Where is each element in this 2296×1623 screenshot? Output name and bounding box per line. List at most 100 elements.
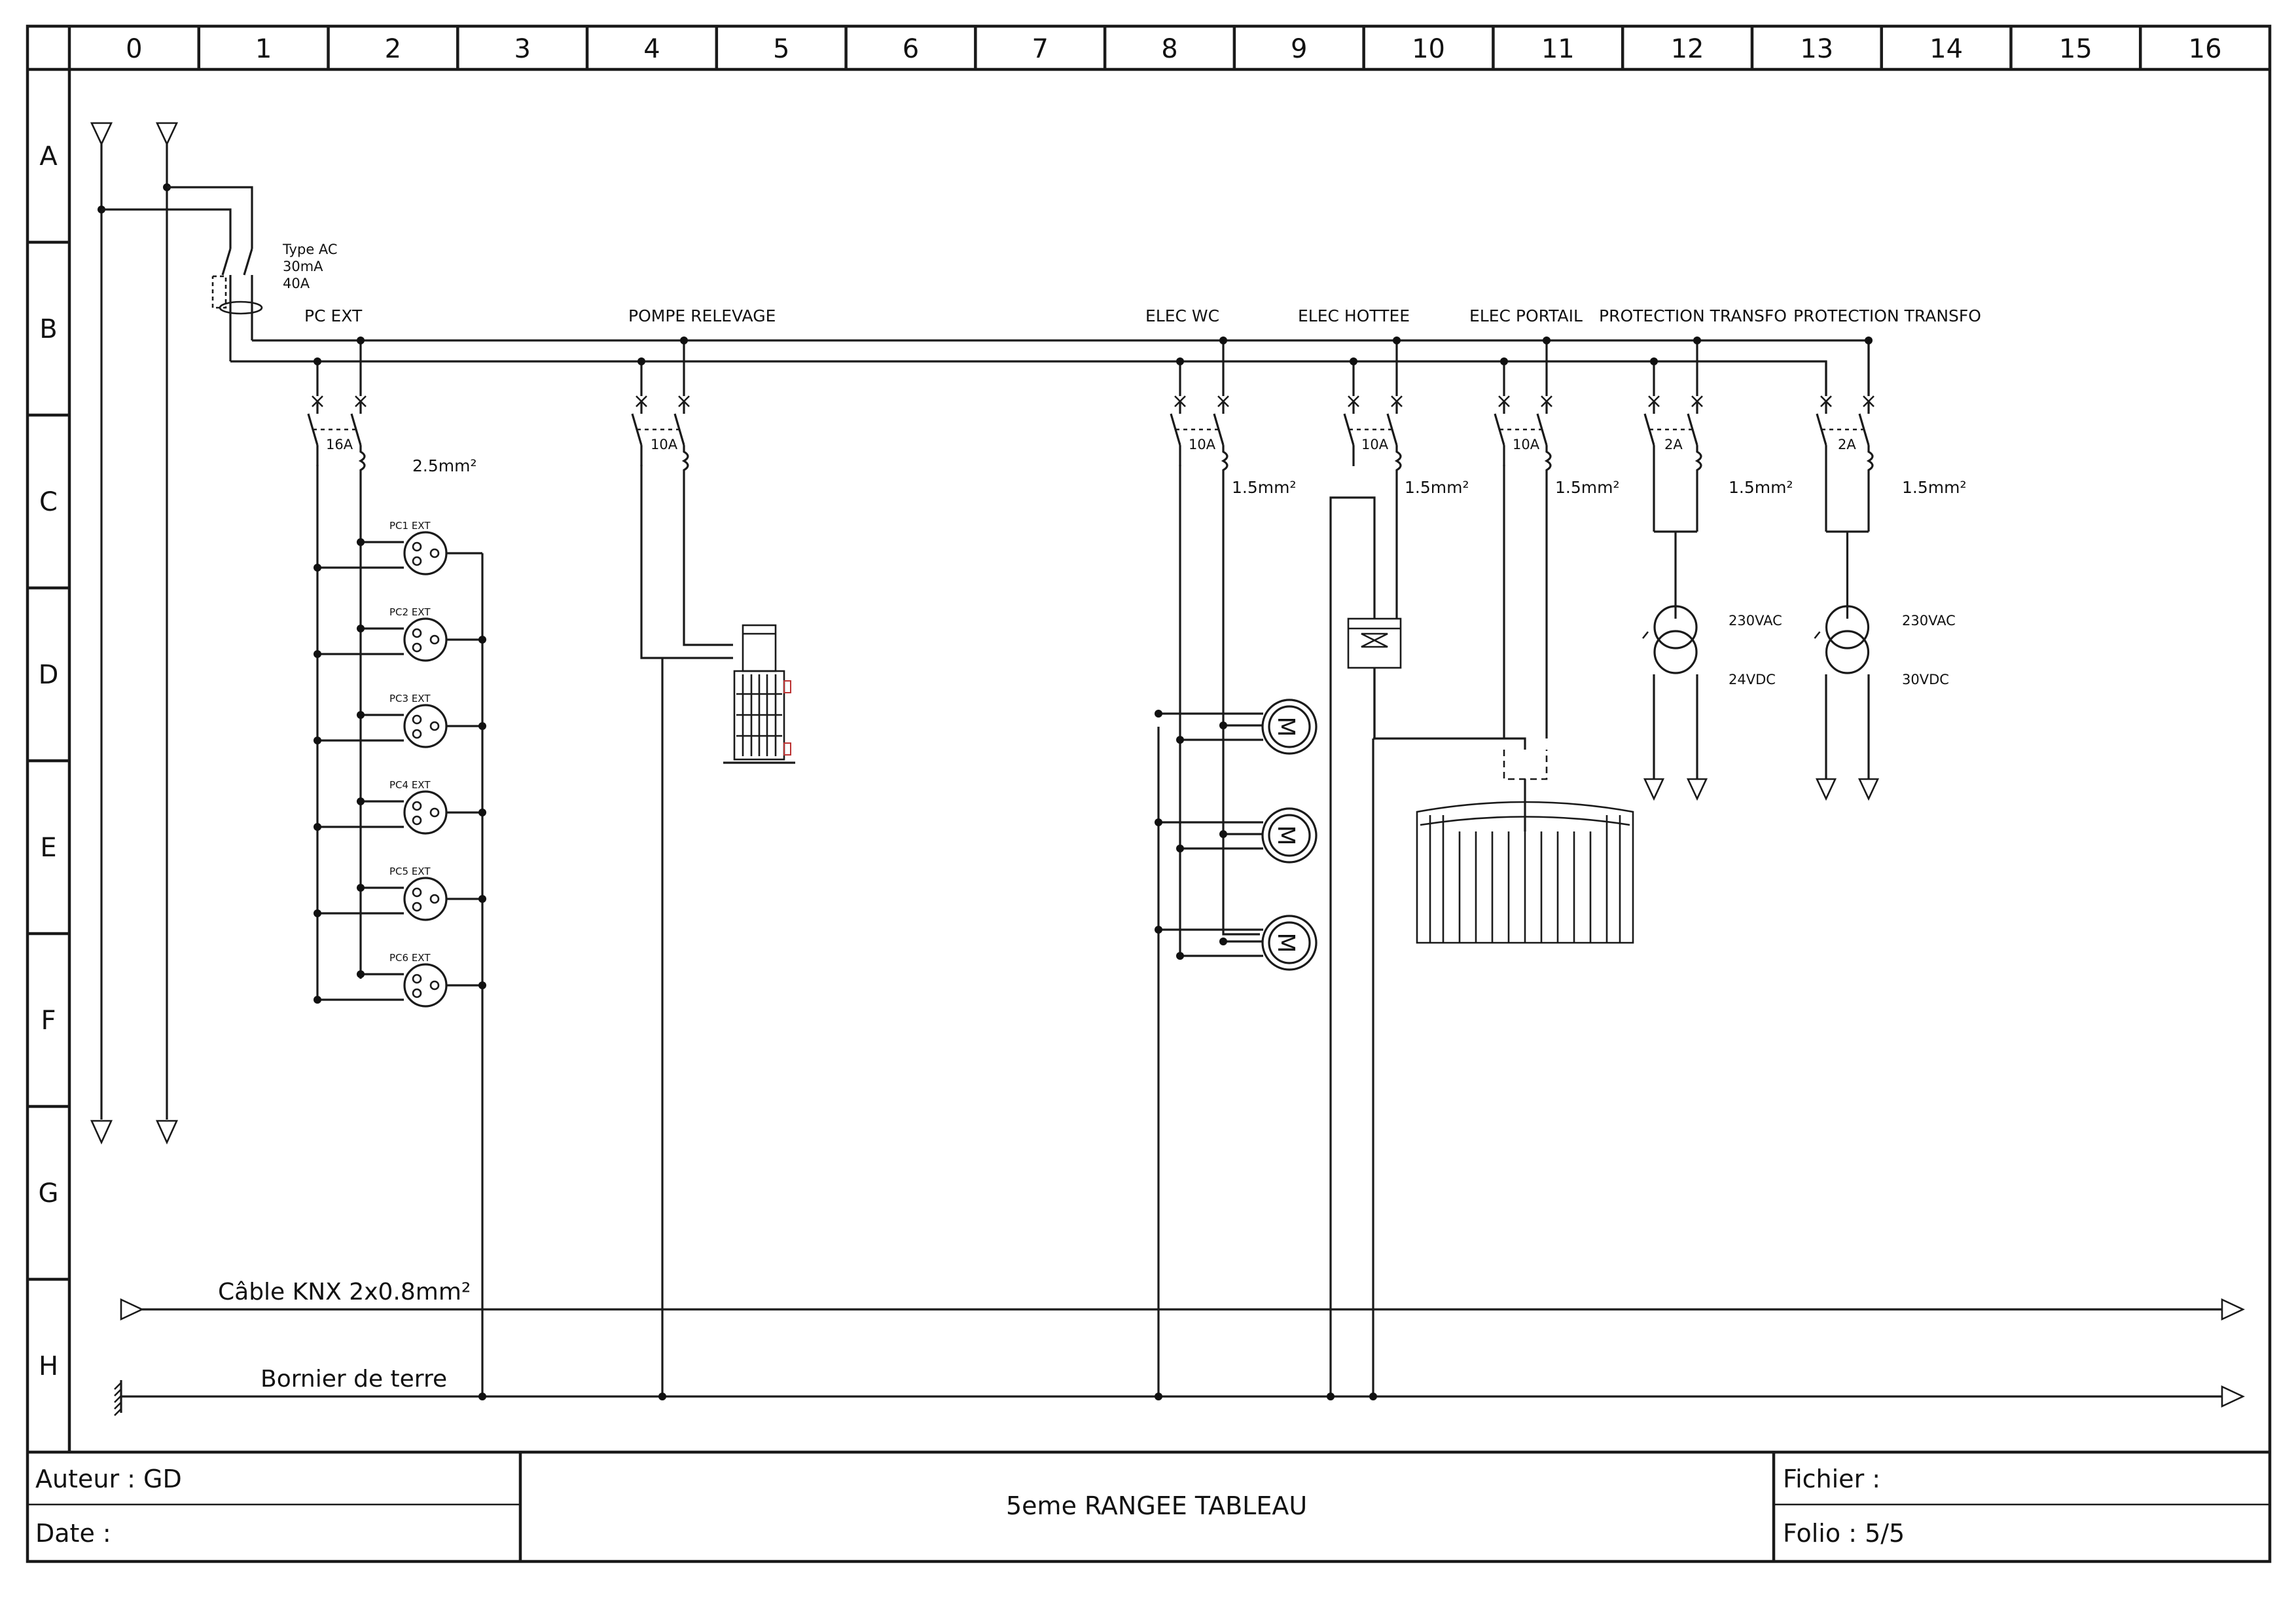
title-block: Auteur : GD Date : 5eme RANGEE TABLEAU F… <box>27 1452 2270 1561</box>
junction-dot <box>478 981 486 989</box>
circuit-label-pompe: POMPE RELEVAGE <box>628 306 776 325</box>
transformer-icon <box>1825 630 1870 674</box>
earth-bar-label: Bornier de terre <box>260 1366 447 1393</box>
pump-circuit <box>640 465 795 1395</box>
socket-pin <box>429 980 440 991</box>
socket-label: PC1 EXT <box>389 520 431 532</box>
thermal-coil <box>1695 445 1702 478</box>
motor-icon <box>1261 699 1318 755</box>
rcd-type-label: Type AC <box>282 242 338 257</box>
column-number: 11 <box>1541 34 1575 64</box>
file-field: Fichier : <box>1783 1465 1880 1493</box>
junction-dot <box>1865 337 1873 344</box>
junction-dot <box>1543 337 1551 344</box>
junction-dot <box>1693 337 1701 344</box>
thermal-coil <box>358 445 366 478</box>
wc-circuit: MMM <box>1155 465 1318 1395</box>
junction-dot <box>637 357 645 365</box>
column-number: 2 <box>385 34 401 64</box>
motor-label: M <box>1272 825 1299 845</box>
busbar-neutral <box>230 360 1827 396</box>
cable-section: 1.5mm² <box>1729 478 1793 497</box>
junction-dot <box>1219 938 1227 945</box>
output-arrow-icon <box>1643 778 1665 801</box>
junction-dot <box>314 823 321 831</box>
socket-pin <box>412 729 422 739</box>
incoming-supply <box>90 122 253 1145</box>
main-rcd-breaker: Type AC 30mA 40A <box>211 242 338 361</box>
socket-label: PC4 EXT <box>389 779 431 791</box>
junction-dot <box>1176 952 1184 960</box>
column-number: 3 <box>514 34 530 64</box>
column-number: 12 <box>1671 34 1704 64</box>
outgoing-arrow-icon <box>155 1120 179 1145</box>
column-number: 5 <box>773 34 789 64</box>
breaker-rating: 10A <box>1513 437 1540 452</box>
column-number: 7 <box>1032 34 1049 64</box>
column-number: 15 <box>2059 34 2092 64</box>
transformer-secondary: 24VDC <box>1729 672 1776 687</box>
socket-pin <box>429 548 440 558</box>
column-number: 10 <box>1412 34 1445 64</box>
breaker-rating: 2A <box>1838 437 1856 452</box>
breaker-rating: 10A <box>1361 437 1389 452</box>
junction-dot <box>357 797 365 805</box>
knx-cable-label: Câble KNX 2x0.8mm² <box>218 1279 471 1305</box>
transformer-secondary: 30VDC <box>1902 672 1949 687</box>
circuit-label-hottee: ELEC HOTTEE <box>1298 306 1410 325</box>
junction-dot <box>314 564 321 572</box>
junction-dot <box>314 737 321 744</box>
column-number: 8 <box>1161 34 1177 64</box>
junction-dot <box>314 909 321 917</box>
gate-icon <box>1416 801 1634 944</box>
gate-circuit <box>1373 465 1634 944</box>
socket-pin <box>412 902 422 912</box>
socket-pin <box>412 974 422 984</box>
circuit-label-portail: ELEC PORTAIL <box>1469 306 1583 325</box>
junction-dot <box>357 970 365 978</box>
arrow-icon <box>2221 1298 2246 1321</box>
knx-cable: Câble KNX 2x0.8mm² <box>120 1279 2246 1321</box>
row-letter: C <box>39 487 58 517</box>
junction-dot <box>314 996 321 1004</box>
junction-dot <box>1219 830 1227 838</box>
drawing-title: 5eme RANGEE TABLEAU <box>1006 1491 1307 1520</box>
junction-dot <box>1219 721 1227 729</box>
breaker-rating: 16A <box>326 437 353 452</box>
junction-dot <box>478 895 486 903</box>
output-arrow-icon <box>1815 778 1837 801</box>
folio-field: Folio : 5/5 <box>1783 1519 1905 1548</box>
junction-dot <box>1176 845 1184 852</box>
breaker-rating: 2A <box>1664 437 1683 452</box>
junction-dot <box>1155 926 1162 934</box>
junction-dot <box>1350 357 1357 365</box>
author-field: Auteur : GD <box>35 1465 182 1493</box>
junction-dot <box>1176 736 1184 744</box>
motor-icon-inner <box>1268 921 1311 964</box>
circuit-label-transfo-2: PROTECTION TRANSFO <box>1793 306 1981 325</box>
junction-dot <box>1219 337 1227 344</box>
incoming-arrow-icon <box>155 122 179 147</box>
junction-dot <box>478 722 486 730</box>
socket-icon <box>403 617 448 662</box>
incoming-arrow-icon <box>90 122 113 147</box>
socket-pin <box>412 988 422 998</box>
motor-label: M <box>1272 716 1299 737</box>
busbar-phase <box>252 339 1870 396</box>
toroid-icon <box>219 301 263 315</box>
transformer-primary: 230VAC <box>1729 613 1782 629</box>
rcd-rating-label: 40A <box>283 276 310 291</box>
junction-dot <box>357 711 365 719</box>
junction-dot <box>1393 337 1401 344</box>
cable-section: 1.5mm² <box>1555 478 1620 497</box>
junction-dot <box>314 357 321 365</box>
motor-icon <box>1261 915 1318 971</box>
circuit-breakers <box>307 337 1874 478</box>
column-number: 0 <box>126 34 142 64</box>
transformer-icon <box>1825 605 1870 649</box>
motor-icon-inner <box>1268 814 1311 857</box>
socket-label: PC2 EXT <box>389 606 431 618</box>
socket-pin <box>412 801 422 811</box>
socket-label: PC3 EXT <box>389 693 431 704</box>
